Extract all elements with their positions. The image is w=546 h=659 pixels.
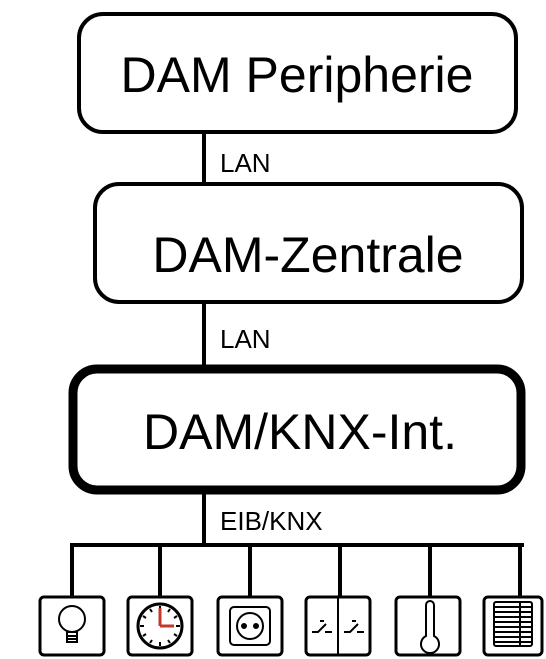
box-dam-knx-interface-label: DAM/KNX-Int. [143,404,457,460]
box-dam-zentrale-label: DAM-Zentrale [152,227,463,283]
light-bulb-icon [38,595,106,657]
box-dam-knx-interface: DAM/KNX-Int. [68,364,526,495]
thermometer-icon [394,595,462,657]
lan-label-2: LAN [220,324,271,354]
lan-label-1: LAN [220,148,271,178]
box-dam-peripherie-label: DAM Peripherie [121,47,474,103]
box-dam-peripherie: DAM Peripherie [77,12,518,134]
clock-icon [126,595,194,657]
blinds-icon [482,595,544,657]
power-socket-icon [216,595,284,657]
eib-knx-label: EIB/KNX [220,506,323,536]
bus-drop-lines [70,545,522,597]
switch-icon [304,595,372,657]
box-dam-zentrale: DAM-Zentrale [93,182,524,304]
